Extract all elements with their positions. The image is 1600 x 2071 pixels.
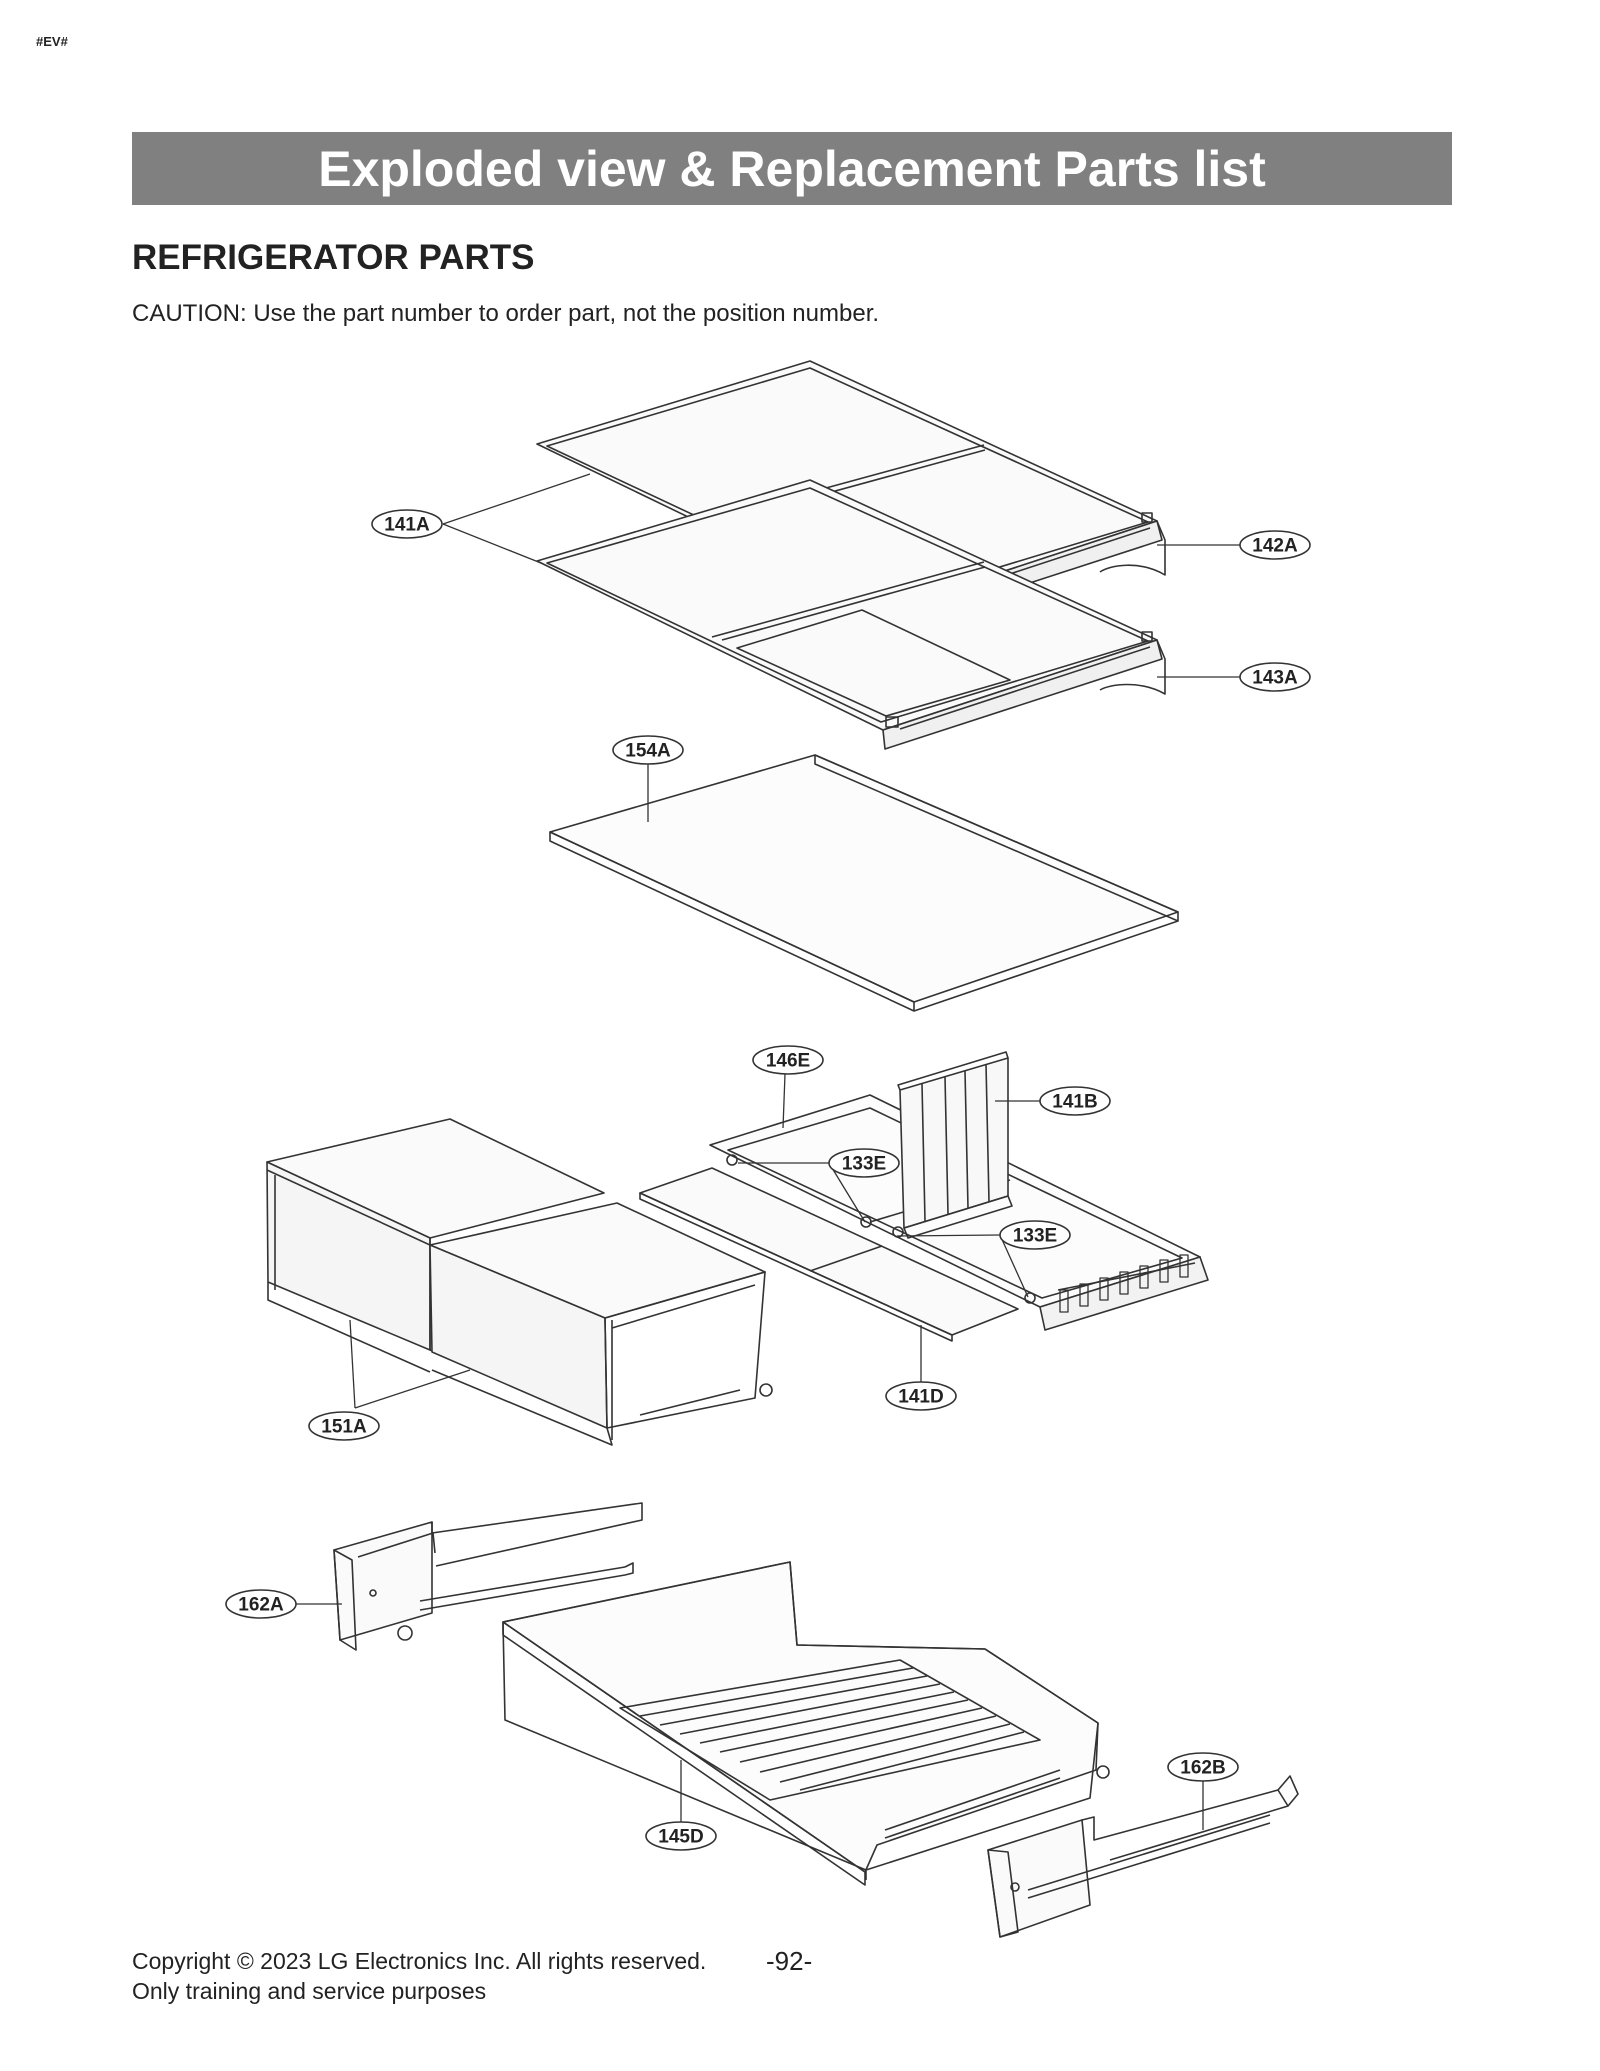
callout-bubble <box>885 1381 957 1411</box>
callout-bubble <box>225 1589 297 1619</box>
callout-162B: 162B <box>1180 1758 1225 1779</box>
callout-133E-upper: 133E <box>842 1154 886 1175</box>
part-freezer-drawer-145D <box>502 1561 1110 1886</box>
callout-162A: 162A <box>238 1595 284 1616</box>
page-banner-title: Exploded view & Replacement Parts list <box>132 132 1452 205</box>
part-rail-162A <box>333 1502 643 1651</box>
callout-bubble <box>1239 530 1311 560</box>
callout-133E-lower: 133E <box>1013 1226 1057 1247</box>
callout-142A: 142A <box>1252 536 1298 557</box>
callout-bubble <box>1239 662 1311 692</box>
callout-bubble <box>371 509 443 539</box>
footer-purpose: Only training and service purposes <box>132 1978 487 2004</box>
document-tag: #EV# <box>36 34 68 49</box>
callout-bubble <box>612 735 684 765</box>
callout-bubble <box>752 1045 824 1075</box>
callout-bubble <box>999 1220 1071 1250</box>
callout-154A: 154A <box>625 741 671 762</box>
callout-bubble <box>828 1148 900 1178</box>
callout-bubble <box>1039 1086 1111 1116</box>
callout-bubble <box>1167 1752 1239 1782</box>
callout-bubble <box>645 1821 717 1851</box>
caution-note: CAUTION: Use the part number to order pa… <box>132 300 880 327</box>
callout-141B: 141B <box>1052 1092 1097 1113</box>
part-pantry-assembly-146E <box>639 1051 1209 1342</box>
callout-143A: 143A <box>1252 668 1298 689</box>
callout-141A: 141A <box>384 515 430 536</box>
part-glass-shelf-154A <box>549 754 1179 1012</box>
callout-145D: 145D <box>658 1827 703 1848</box>
callout-146E: 146E <box>766 1051 810 1072</box>
part-shelf-143A <box>536 479 1166 750</box>
callout-141D: 141D <box>898 1387 943 1408</box>
part-rail-162B <box>987 1775 1299 1938</box>
leader-lines <box>296 473 1240 1830</box>
callout-bubble <box>308 1411 380 1441</box>
footer-copyright: Copyright © 2023 LG Electronics Inc. All… <box>132 1948 707 1974</box>
section-title: REFRIGERATOR PARTS <box>132 238 535 277</box>
callout-151A: 151A <box>321 1417 367 1438</box>
part-crisper-drawers-151A <box>266 1118 773 1446</box>
page-number: -92- <box>766 1946 813 1976</box>
